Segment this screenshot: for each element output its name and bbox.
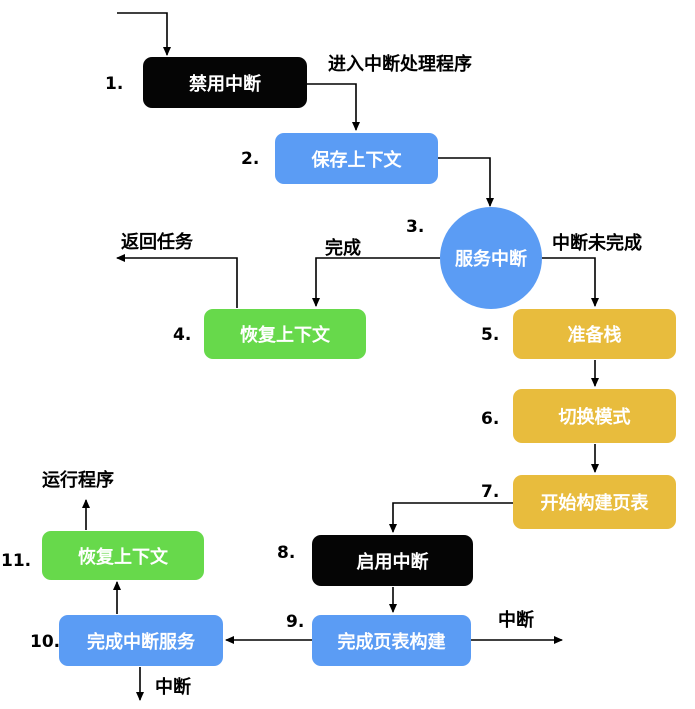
arrow-2-3: [438, 157, 494, 207]
step-number-10: 10.: [30, 632, 61, 652]
label-not-done: 中断未完成: [552, 233, 642, 254]
label-interrupt-bottom: 中断: [155, 677, 191, 698]
arrow-1-2: [307, 83, 360, 131]
arrow-3-5: [542, 257, 599, 307]
node-switch-mode: 切换模式: [513, 389, 676, 443]
arrow-7-8: [389, 502, 513, 533]
step-number-2: 2.: [241, 149, 260, 169]
label-return-task: 返回任务: [121, 232, 193, 253]
step-number-3: 3.: [406, 217, 425, 237]
label-run-program: 运行程序: [42, 470, 114, 491]
step-number-9: 9.: [286, 612, 305, 632]
step-number-6: 6.: [481, 409, 500, 429]
node-finish-page-table: 完成页表构建: [312, 615, 471, 666]
node-enable-interrupt: 启用中断: [312, 535, 473, 586]
arrow-3-4: [312, 257, 440, 307]
step-number-8: 8.: [277, 543, 296, 563]
node-save-context: 保存上下文: [275, 133, 438, 184]
node-prepare-stack: 准备栈: [513, 309, 676, 359]
step-number-1: 1.: [105, 74, 124, 94]
label-done: 完成: [325, 238, 361, 259]
node-service-interrupt: 服务中断: [440, 207, 542, 309]
node-disable-interrupt: 禁用中断: [143, 57, 307, 108]
node-start-page-table: 开始构建页表: [513, 475, 676, 529]
step-number-7: 7.: [481, 482, 500, 502]
label-interrupt-right: 中断: [498, 610, 534, 631]
label-enter-handler: 进入中断处理程序: [328, 54, 472, 75]
node-finish-interrupt-service: 完成中断服务: [59, 615, 223, 666]
arrow-entry: [117, 12, 171, 56]
node-restore-context-2: 恢复上下文: [42, 531, 204, 580]
step-number-4: 4.: [173, 325, 192, 345]
step-number-5: 5.: [481, 325, 500, 345]
arrow-4-return: [116, 254, 238, 308]
step-number-11: 11.: [1, 551, 32, 571]
node-restore-context: 恢复上下文: [204, 309, 366, 359]
